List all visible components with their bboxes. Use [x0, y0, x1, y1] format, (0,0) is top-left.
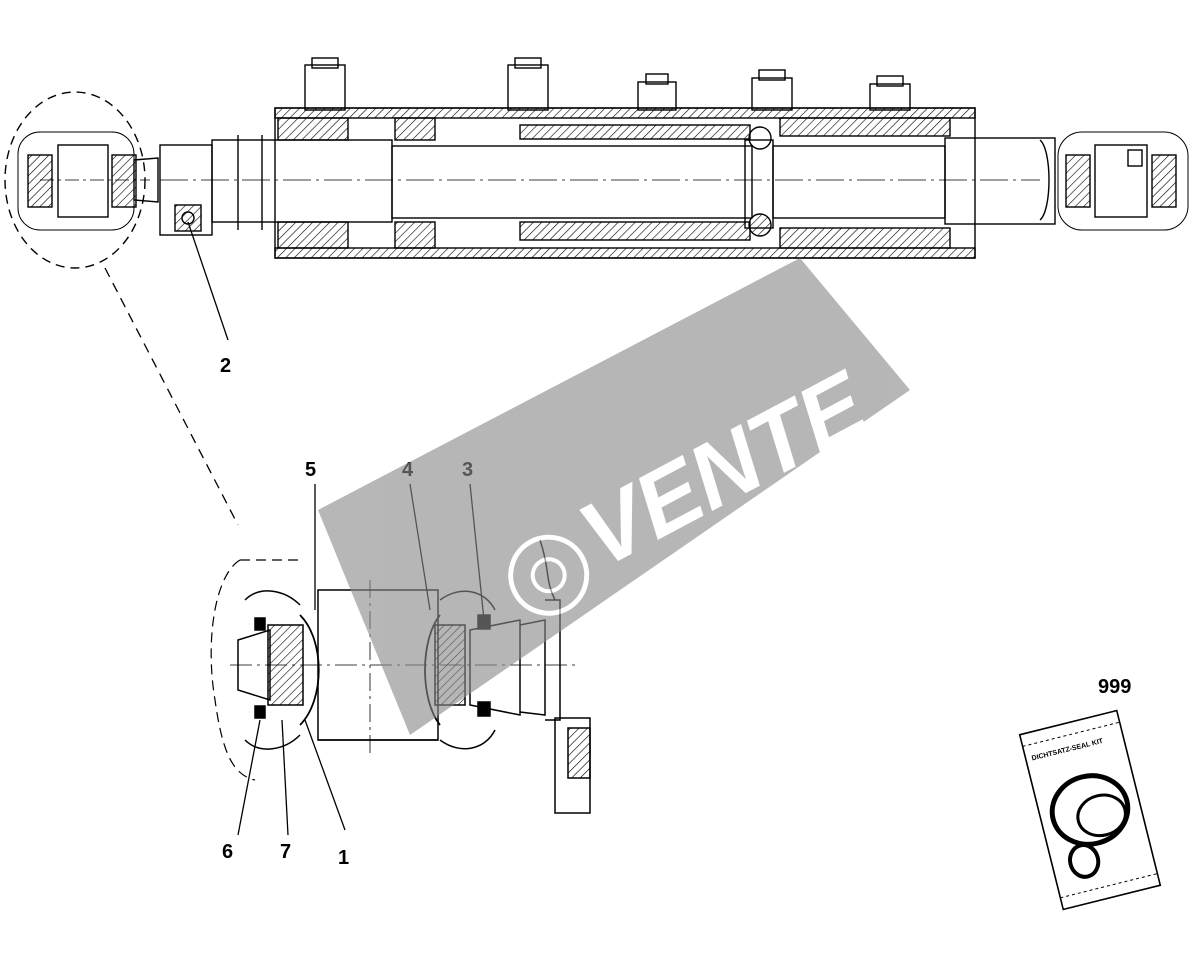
o-ring-icon — [1049, 773, 1131, 879]
left-eye-bushing — [57, 144, 109, 218]
watermark-band — [318, 258, 910, 735]
callout-1: 1 — [338, 847, 349, 869]
callout-2: 2 — [220, 355, 231, 377]
right-eye-bushing — [1094, 144, 1148, 218]
watermark-logo-icon — [508, 534, 590, 616]
detail-link-line — [104, 267, 239, 526]
watermark: VENTE vente.ru — [318, 258, 910, 735]
callout-6: 6 — [222, 841, 233, 863]
callout-7: 7 — [280, 841, 291, 863]
callout-5: 5 — [305, 459, 316, 481]
piston-rod — [211, 139, 393, 223]
seal-kit-bag: DICHTSATZ-SEAL KIT — [1018, 709, 1162, 911]
hydraulic-cylinder-assembly — [4, 57, 1189, 269]
callout-999: 999 — [1098, 676, 1131, 698]
hydraulic-ports — [304, 57, 911, 111]
gland — [277, 117, 349, 141]
